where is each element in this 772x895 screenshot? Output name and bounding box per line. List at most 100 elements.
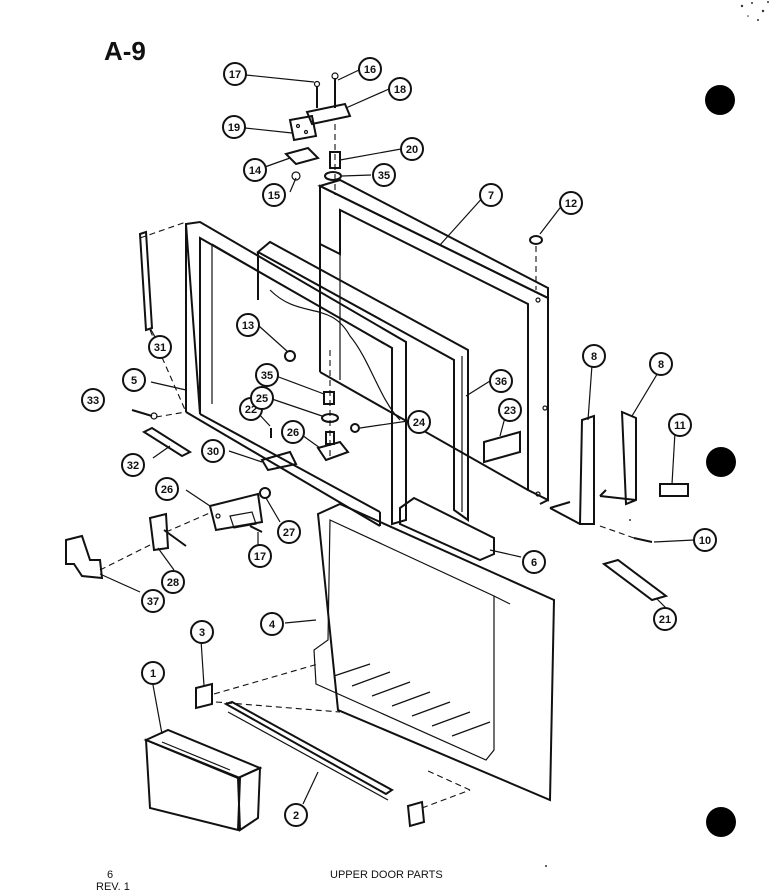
callout-circle: [141, 661, 165, 685]
callout-c33: 33: [81, 388, 105, 412]
callout-c18: 18: [388, 77, 412, 101]
callout-c1: 1: [141, 661, 165, 685]
callout-number: 16: [364, 64, 376, 76]
callout-circle: [161, 570, 185, 594]
callout-c14: 14: [243, 158, 267, 182]
callout-circle: [122, 368, 146, 392]
callout-number: 27: [283, 527, 295, 539]
callout-circle: [81, 388, 105, 412]
callout-c26a: 26: [281, 420, 305, 444]
callout-circle: [559, 191, 583, 215]
part-2-door-strip: [223, 700, 394, 796]
part-33-screw: [131, 409, 187, 420]
callout-circle: [400, 137, 424, 161]
callout-circle: [201, 439, 225, 463]
callout-number: 23: [504, 405, 516, 417]
callout-circle: [155, 477, 179, 501]
liner-shelf-ribs: [333, 663, 491, 737]
part-12-plug: [529, 235, 543, 245]
callout-number: 12: [565, 198, 577, 210]
callout-c16: 16: [358, 57, 382, 81]
callout-number: 37: [147, 596, 159, 608]
page-number: 6: [107, 869, 113, 881]
callout-number: 7: [488, 190, 494, 202]
callout-circle: [222, 115, 246, 139]
callout-number: 5: [131, 375, 137, 387]
part-31-side-strip: [138, 230, 154, 332]
callout-circle: [281, 420, 305, 444]
callout-c13: 13: [236, 313, 260, 337]
callout-number: 30: [207, 446, 219, 458]
callout-circle: [649, 352, 673, 376]
callout-c31: 31: [148, 335, 172, 359]
callout-circle: [121, 453, 145, 477]
callout-circle: [284, 803, 308, 827]
section-label: A-9: [104, 36, 146, 66]
callout-number: 25: [256, 393, 268, 405]
callout-number: 26: [161, 484, 173, 496]
binder-hole-bottom: [706, 807, 736, 837]
scan-specks: [545, 1, 769, 867]
callout-c8b: 8: [649, 352, 673, 376]
callout-c21: 21: [653, 607, 677, 631]
callout-c23: 23: [498, 398, 522, 422]
part-1-bin: [143, 728, 263, 832]
callout-circle: [479, 183, 503, 207]
callout-number: 14: [249, 165, 262, 177]
callout-circle: [260, 612, 284, 636]
part-4-door-liner: [313, 502, 556, 802]
callout-circle: [388, 77, 412, 101]
part-21-strip: [601, 558, 669, 602]
callout-number: 19: [228, 122, 240, 134]
callout-c3: 3: [190, 620, 214, 644]
upper-hinge-assembly: [284, 72, 352, 195]
callout-number: 6: [531, 557, 537, 569]
callout-number: 21: [659, 614, 671, 626]
callout-number: 18: [394, 84, 406, 96]
part-11-strip: [659, 483, 689, 497]
callout-circle: [148, 335, 172, 359]
callout-number: 11: [674, 420, 686, 432]
callout-number: 8: [658, 359, 664, 371]
callout-number: 35: [378, 170, 390, 182]
callout-c11: 11: [668, 413, 692, 437]
callout-number: 35: [261, 370, 273, 382]
callout-circle: [236, 313, 260, 337]
caption: UPPER DOOR PARTS: [330, 869, 443, 881]
part-3-clip: [195, 682, 213, 710]
callout-c36: 36: [489, 369, 513, 393]
part-36-breaker-strip: [256, 240, 469, 522]
callout-circle: [358, 57, 382, 81]
callout-number: 13: [242, 320, 254, 332]
callout-c30: 30: [201, 439, 225, 463]
callout-circle: [190, 620, 214, 644]
callout-c24: 24: [407, 410, 431, 434]
callout-c27: 27: [277, 520, 301, 544]
callout-c6: 6: [522, 550, 546, 574]
callout-c2: 2: [284, 803, 308, 827]
callout-circle: [141, 589, 165, 613]
leader-lines: [99, 69, 695, 805]
callout-circle: [489, 369, 513, 393]
callout-number: 2: [293, 810, 299, 822]
callout-c35b: 35: [372, 163, 396, 187]
callout-number: 26: [287, 427, 299, 439]
callout-circle: [255, 363, 279, 387]
callout-circle: [498, 398, 522, 422]
callout-number: 36: [495, 376, 507, 388]
part-8-bracket-left: [549, 414, 595, 525]
part-10-screw: [633, 537, 653, 543]
callout-number: 17: [229, 69, 241, 81]
callout-circle: [223, 62, 247, 86]
callout-circle: [522, 550, 546, 574]
callout-circle: [262, 183, 286, 207]
revision-label: REV. 1: [96, 881, 130, 893]
callout-circle: [407, 410, 431, 434]
callout-number: 32: [127, 460, 139, 472]
callout-c8a: 8: [582, 344, 606, 368]
callout-c17a: 17: [223, 62, 247, 86]
callout-number: 10: [699, 535, 711, 547]
part-8-bracket-right: [599, 410, 637, 506]
